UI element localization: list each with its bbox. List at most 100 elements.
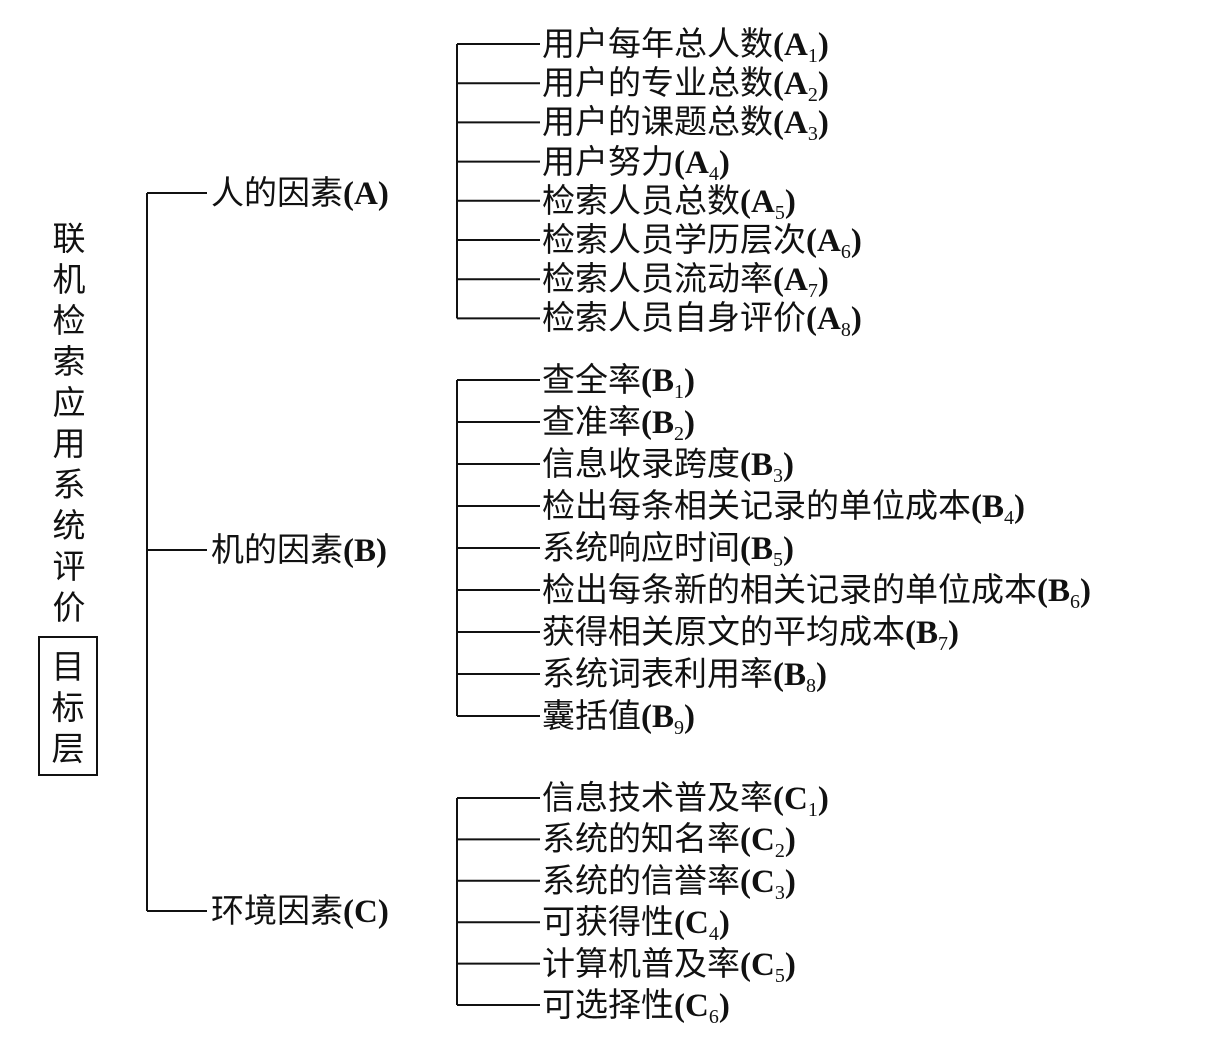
item-B7-subscript: 7 [938,633,949,655]
item-B5-code: B [751,531,774,567]
item-A4-text: 用户努力 [542,141,674,181]
item-A8-text: 检索人员自身评价 [542,298,806,338]
item-A7-text: 检索人员流动率 [542,259,773,299]
item-A5-paren-open: ( [740,183,751,220]
item-C3-code: C [751,863,775,900]
group-label-B-paren-close: ) [376,533,388,569]
item-C1-paren-close: ) [817,781,829,817]
item-B1-code: B [652,363,675,399]
item-B8-subscript: 8 [806,675,817,697]
item-C3-paren-close: ) [784,863,796,900]
item-B2-code: B [652,405,675,441]
item-B4: 检出每条相关记录的单位成本(B4) [542,486,1025,529]
item-A5-paren-close: ) [784,183,796,220]
item-C6-paren-open: ( [674,988,685,1024]
item-B2-paren-close: ) [684,405,696,441]
item-C5-subscript: 5 [774,964,785,987]
item-B1: 查全率(B1) [542,360,696,403]
item-C3: 系统的信誉率(C3) [542,860,796,904]
item-B3-subscript: 3 [773,465,784,487]
item-A2-text: 用户的专业总数 [542,63,773,103]
item-C4: 可获得性(C4) [542,902,730,946]
group-label-B-paren-open: ( [343,533,354,569]
item-A7-paren-close: ) [817,262,829,299]
item-A1-paren-close: ) [817,27,829,63]
layer-label-box: 目标层 [38,636,98,776]
item-B2-paren-open: ( [641,405,652,441]
root-title: 联机检索应用系统评价 [52,219,86,627]
item-C5-text: 计算机普及率 [542,943,740,983]
item-B7-code: B [916,615,939,651]
item-B5: 系统响应时间(B5) [542,528,794,571]
item-A6-code: A [817,223,841,259]
item-B5-paren-open: ( [740,531,751,567]
item-B2-text: 查准率 [542,402,641,441]
item-B3: 信息收录跨度(B3) [542,444,794,487]
item-A4-subscript: 4 [708,162,719,185]
item-B6-subscript: 6 [1070,591,1081,613]
item-C5: 计算机普及率(C5) [542,943,796,987]
item-B4-code: B [982,489,1005,525]
item-C2-paren-close: ) [784,822,796,859]
item-A1-code: A [784,27,808,63]
item-A3-paren-open: ( [773,105,784,142]
item-C4-subscript: 4 [708,923,719,946]
item-C6-subscript: 6 [708,1006,719,1028]
item-B4-paren-open: ( [971,489,982,525]
item-B3-code: B [751,447,774,483]
item-A2-paren-close: ) [817,66,829,103]
item-B6: 检出每条新的相关记录的单位成本(B6) [542,570,1092,613]
item-B8: 系统词表利用率(B8) [542,654,827,697]
item-B7-text: 获得相关原文的平均成本 [542,612,905,651]
item-C3-text: 系统的信誉率 [542,860,740,900]
item-C3-subscript: 3 [774,881,785,904]
item-B7-paren-close: ) [948,615,960,651]
item-B1-paren-close: ) [684,363,696,399]
item-C4-text: 可获得性 [542,902,674,942]
item-B5-subscript: 5 [773,549,784,571]
item-A5-code: A [751,183,775,220]
item-C4-code: C [685,905,709,942]
group-label-B-text: 机的因素 [211,530,343,569]
group-label-B-code: B [354,533,377,569]
item-B5-text: 系统响应时间 [542,528,740,567]
item-A5-text: 检索人员总数 [542,180,740,220]
item-A8-paren-close: ) [850,301,862,338]
item-B3-text: 信息收录跨度 [542,444,740,483]
item-A1-paren-open: ( [773,27,784,63]
item-B1-paren-open: ( [641,363,652,399]
item-C2-subscript: 2 [774,840,785,863]
item-B4-text: 检出每条相关记录的单位成本 [542,486,971,525]
item-A3-text: 用户的课题总数 [542,102,773,142]
item-A2-code: A [784,66,808,103]
item-C5-code: C [751,946,775,983]
item-B2: 查准率(B2) [542,402,696,445]
item-A8-subscript: 8 [840,319,851,342]
item-B3-paren-open: ( [740,447,751,483]
item-B6-paren-close: ) [1080,573,1092,609]
item-B9-text: 囊括值 [542,696,641,735]
item-A6-subscript: 6 [840,241,851,263]
item-C2: 系统的知名率(C2) [542,819,796,863]
item-A6-paren-open: ( [806,223,817,259]
item-C6: 可选择性(C6) [542,985,730,1028]
item-A7-subscript: 7 [807,280,818,303]
item-C2-paren-open: ( [740,822,751,859]
item-B6-text: 检出每条新的相关记录的单位成本 [542,570,1037,609]
item-A4: 用户努力(A4) [542,141,730,185]
item-A7: 检索人员流动率(A7) [542,259,829,303]
item-B9-paren-close: ) [684,699,696,735]
item-B2-subscript: 2 [674,423,685,445]
item-A5: 检索人员总数(A5) [542,180,796,224]
item-A8-code: A [817,301,841,338]
item-A7-paren-open: ( [773,262,784,299]
item-C2-code: C [751,822,775,859]
group-label-C-code: C [354,894,378,930]
item-A6-paren-close: ) [850,223,862,259]
item-A7-code: A [784,262,808,299]
item-A6-text: 检索人员学历层次 [542,220,806,259]
item-B1-subscript: 1 [674,381,685,403]
item-B8-text: 系统词表利用率 [542,654,773,693]
